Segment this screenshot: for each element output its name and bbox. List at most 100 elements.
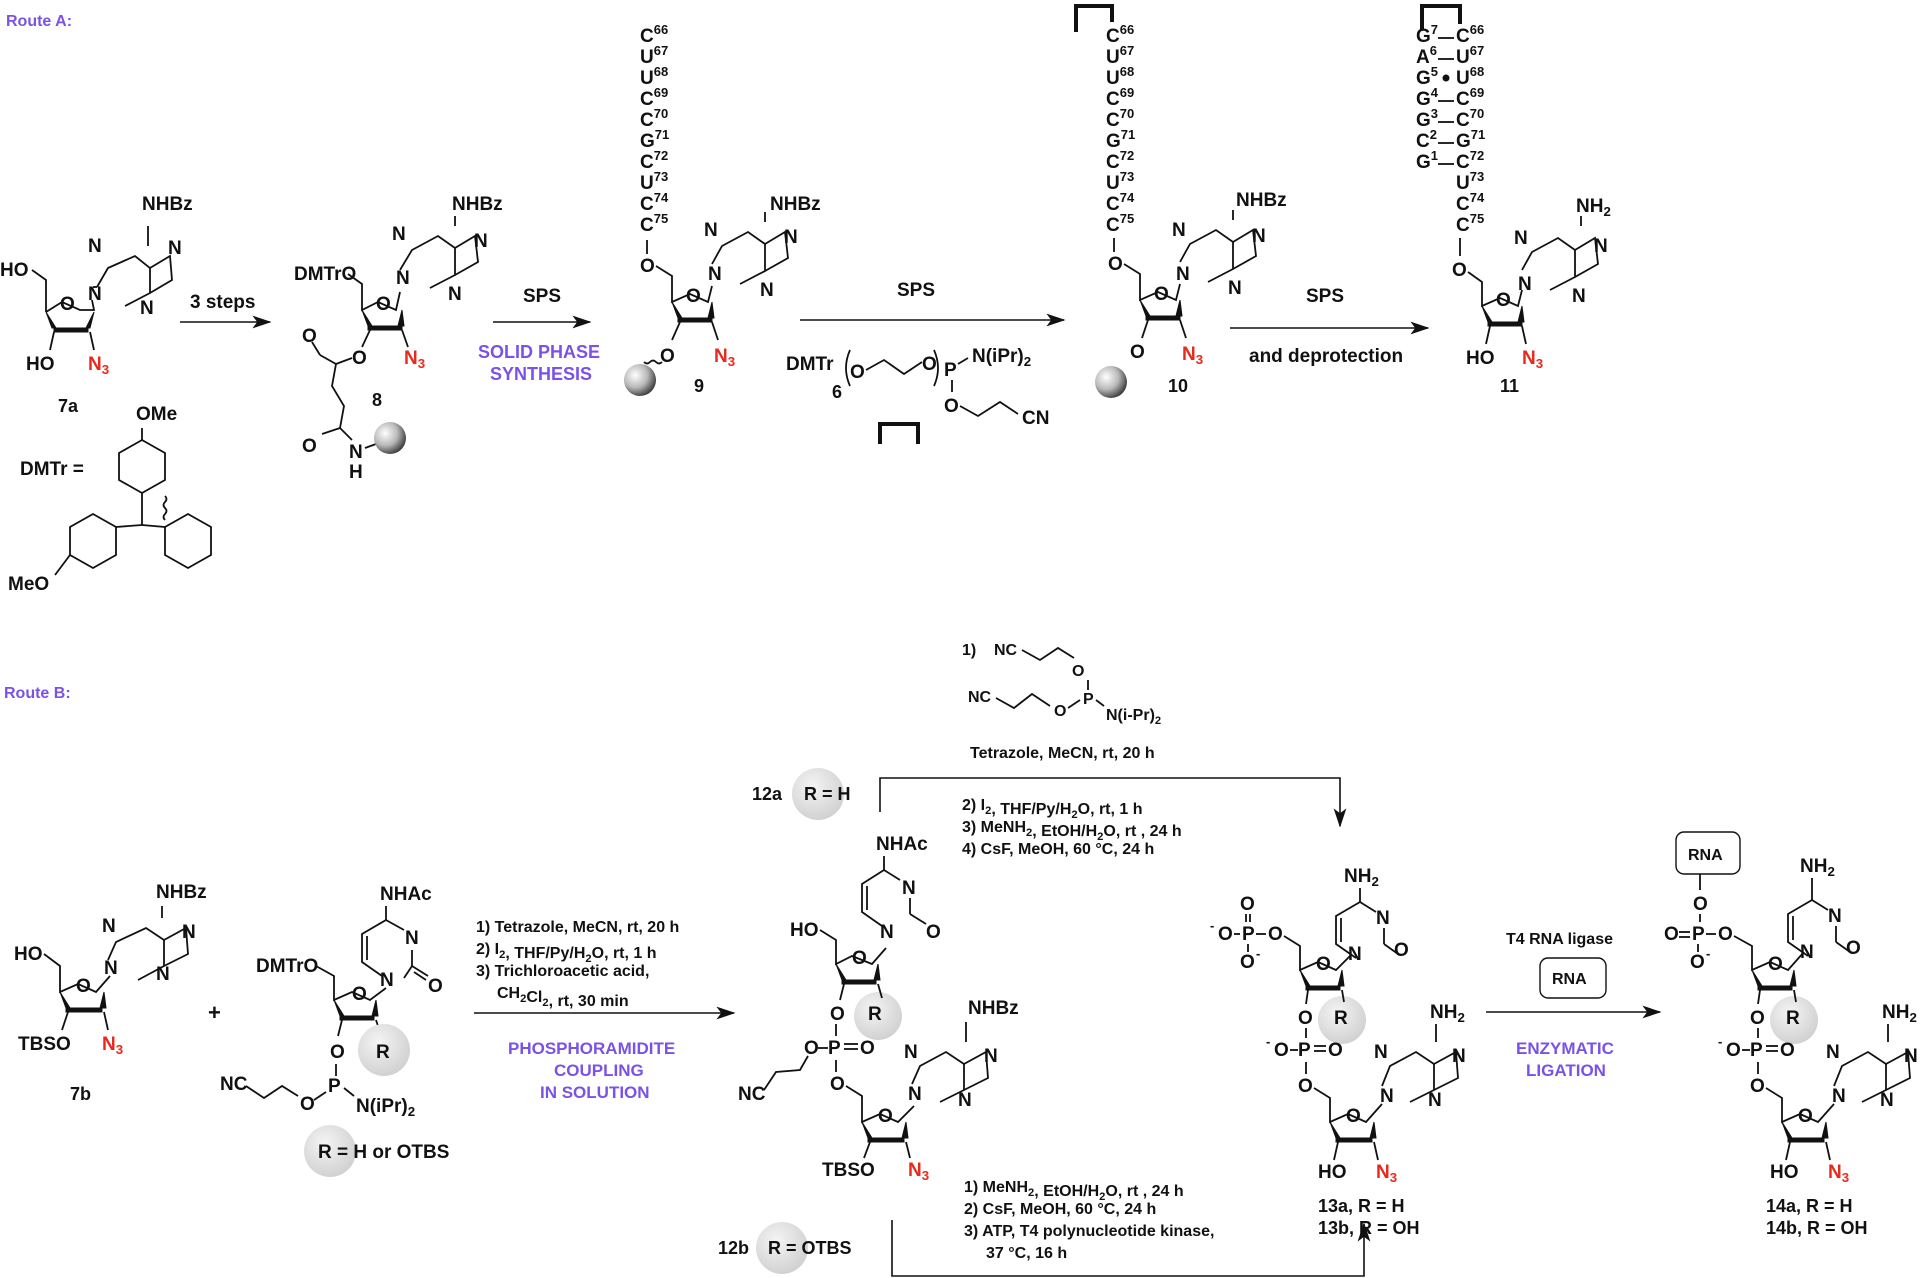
- azide-label: N3: [404, 348, 425, 371]
- nh2-label: NH2: [1576, 196, 1611, 219]
- nhbz-label: NHBz: [770, 194, 821, 215]
- svg-text:N: N: [1826, 1042, 1840, 1063]
- nucleotide-G3: G3: [1416, 106, 1438, 131]
- cytidine-phosphoramidite: NHAc N O N DMTrO O R O P NC O N(iPr)2 R …: [220, 884, 449, 1177]
- plus-sign: +: [208, 1000, 221, 1025]
- svg-text:N: N: [1828, 906, 1842, 927]
- svg-text:O: O: [1328, 1040, 1343, 1061]
- nucleotide-U68: U68: [1106, 64, 1134, 89]
- r-definition-label: R = H or OTBS: [318, 1142, 449, 1163]
- arrow-3-steps: 3 steps: [180, 292, 272, 329]
- nucleotide-U67: U67: [640, 43, 668, 68]
- nhbz-label: NHBz: [1236, 190, 1287, 211]
- r-def-highlight: [304, 1125, 356, 1177]
- path-b-step-1: 1) MeNH2, EtOH/H2O, rt , 24 h: [964, 1179, 1184, 1203]
- svg-text:N: N: [1374, 1042, 1388, 1063]
- ho-label: HO: [1466, 348, 1495, 369]
- svg-text:O: O: [830, 1074, 845, 1095]
- svg-text:N: N: [156, 964, 170, 985]
- compound-id: 7a: [58, 396, 79, 416]
- nucleotide-G4: G4: [1416, 85, 1439, 110]
- amide-n: N: [349, 442, 363, 463]
- azide-label: N3: [1828, 1162, 1849, 1185]
- path-b-step-3b: 37 °C, 16 h: [986, 1245, 1067, 1262]
- method-label-2: SYNTHESIS: [490, 364, 592, 384]
- svg-text:N: N: [1518, 274, 1532, 295]
- tbso-label: TBSO: [18, 1034, 71, 1055]
- svg-text:O: O: [1750, 1076, 1765, 1097]
- svg-text:O: O: [1218, 924, 1233, 945]
- svg-text:O: O: [922, 354, 937, 375]
- compound-id: 8: [372, 390, 382, 410]
- nucleotide-C75: C75: [640, 211, 668, 236]
- nhbz-label: NHBz: [968, 998, 1019, 1019]
- svg-text:O: O: [1846, 938, 1861, 959]
- route-b-label: Route B:: [4, 685, 71, 702]
- nucleotide-U68: U68: [640, 64, 668, 89]
- azide-label: N3: [714, 346, 735, 369]
- svg-text:P: P: [828, 1038, 841, 1059]
- svg-text:N: N: [1172, 220, 1186, 241]
- nhbz-label: NHBz: [452, 194, 503, 215]
- azide-label: N3: [1376, 1162, 1397, 1185]
- svg-text:N: N: [1832, 1086, 1846, 1107]
- path-12b-to-13b: 1) MeNH2, EtOH/H2O, rt , 24 h 2) CsF, Me…: [891, 1179, 1371, 1277]
- svg-text:N: N: [958, 1090, 972, 1111]
- svg-text:N: N: [880, 922, 894, 943]
- coupling-step-3b: CH2Cl2, rt, 30 min: [497, 985, 629, 1010]
- svg-text:O: O: [1664, 924, 1679, 945]
- svg-text:N: N: [1904, 1046, 1918, 1067]
- nhbz-label: NHBz: [156, 882, 207, 903]
- svg-text:N: N: [102, 916, 116, 937]
- compound-id: 7b: [70, 1084, 91, 1104]
- svg-text:O: O: [376, 294, 391, 315]
- svg-text:O: O: [860, 1038, 875, 1059]
- svg-text:O: O: [1240, 894, 1255, 915]
- svg-text:O: O: [352, 348, 367, 369]
- nucleotide-C66: C66: [640, 22, 668, 47]
- dmtr-equals-label: DMTr =: [20, 459, 84, 480]
- svg-text:O: O: [1072, 663, 1084, 680]
- path-a-step-4: 4) CsF, MeOH, 60 °C, 24 h: [962, 841, 1154, 858]
- svg-text:P: P: [944, 360, 957, 381]
- svg-text:O: O: [640, 256, 655, 277]
- compound-14a-label: 14a, R = H: [1766, 1196, 1853, 1216]
- ho5-label: HO: [0, 260, 29, 281]
- svg-text:O: O: [850, 362, 865, 383]
- step-label: 3 steps: [190, 292, 255, 313]
- r-group-highlight: [854, 992, 902, 1040]
- path-a-step-3: 3) MeNH2, EtOH/H2O, rt , 24 h: [962, 819, 1182, 843]
- solid-support-bead: [374, 422, 406, 454]
- arrow-sps-2: SPS DMTr 6 O O P N(iPr)2 O CN: [786, 280, 1066, 444]
- svg-text:N: N: [704, 220, 718, 241]
- svg-text:O: O: [1726, 1040, 1741, 1061]
- dmtro-label: DMTrO: [256, 956, 318, 977]
- azide-label: N3: [908, 1160, 929, 1183]
- svg-text:O: O: [1108, 254, 1123, 275]
- azide-label: N3: [102, 1034, 123, 1057]
- compound-12: NHAc N O N HO O R O P O O NC O O NHBz: [718, 768, 1019, 1274]
- compound-13: NH2 N O N O - O P O O - O R O P O: [1210, 866, 1466, 1238]
- svg-text:O: O: [1268, 924, 1283, 945]
- nucleotide-C69: C69: [1106, 85, 1134, 110]
- svg-text:O: O: [1452, 260, 1467, 281]
- r-label: R: [868, 1004, 882, 1025]
- path-b-step-3: 3) ATP, T4 polynucleotide kinase,: [964, 1223, 1214, 1240]
- azide-label: N3: [1522, 348, 1543, 371]
- nhbz-label: NHBz: [142, 194, 193, 215]
- nucleotide-C66: C66: [1106, 22, 1134, 47]
- r-group-highlight: [358, 1024, 410, 1076]
- svg-text:N: N: [902, 878, 916, 899]
- arrow-phosphoramidite-coupling: 1) Tetrazole, MeCN, rt, 20 h 2) I2, THF/…: [474, 919, 736, 1102]
- nucleotide-A6: A6: [1416, 43, 1437, 68]
- svg-text:N: N: [1252, 226, 1266, 247]
- svg-text:O: O: [660, 346, 675, 367]
- svg-text:O: O: [686, 286, 701, 307]
- compound-id: 9: [694, 376, 704, 396]
- svg-text:O: O: [60, 294, 75, 315]
- method-label-3: IN SOLUTION: [540, 1083, 650, 1102]
- nucleotide-C75: C75: [1106, 211, 1134, 236]
- svg-text:-: -: [1256, 946, 1260, 961]
